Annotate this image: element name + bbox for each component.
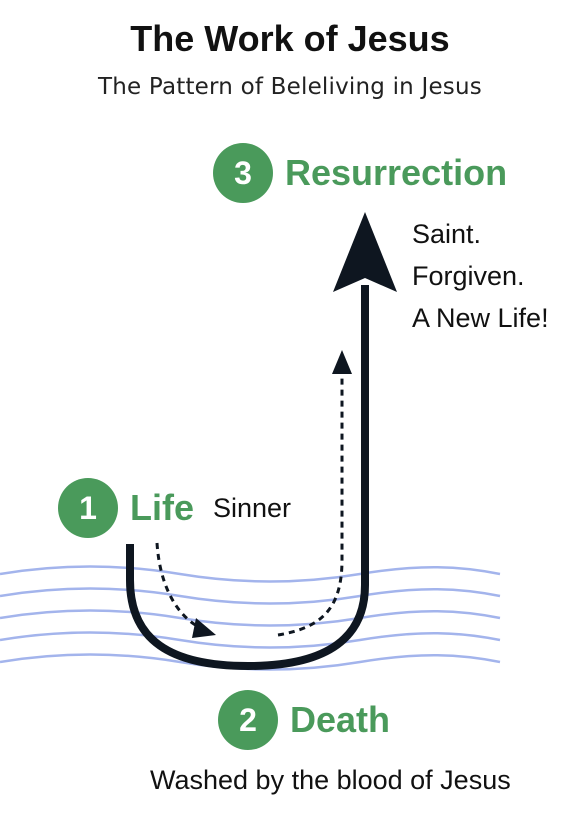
step-number-badge: 3: [213, 143, 273, 203]
resurrection-notes: Saint. Forgiven. A New Life!: [412, 213, 549, 339]
wave-line: [0, 587, 501, 605]
step-label: Resurrection: [285, 152, 508, 193]
note-line: A New Life!: [412, 303, 549, 333]
step-resurrection: 3 Resurrection: [213, 143, 507, 203]
dotted-arrow-down-head: [192, 618, 216, 638]
page-subtitle: The Pattern of Beleliving in Jesus: [98, 74, 482, 100]
journey-arrow-path: [126, 285, 369, 671]
dotted-arrow-up: [277, 368, 344, 637]
wave-line: [0, 609, 501, 627]
water-waves: [0, 565, 501, 671]
step-label: Life: [130, 487, 195, 528]
page-title: The Work of Jesus: [130, 18, 450, 59]
step-death: 2 Death: [218, 690, 390, 750]
dotted-arrow-down: [155, 542, 206, 632]
step-number-badge: 2: [218, 690, 278, 750]
step-label: Death: [290, 699, 391, 740]
note-line: Saint.: [412, 219, 482, 249]
wave-line: [0, 631, 501, 649]
journey-arrow-head: [333, 212, 397, 292]
death-note: Washed by the blood of Jesus: [150, 765, 511, 795]
wave-line: [0, 565, 501, 583]
dotted-arrow-up-head: [332, 350, 352, 374]
life-note: Sinner: [213, 493, 292, 523]
note-line: Forgiven.: [412, 261, 525, 291]
step-number-badge: 1: [58, 478, 118, 538]
step-life: 1 Life: [58, 478, 194, 538]
